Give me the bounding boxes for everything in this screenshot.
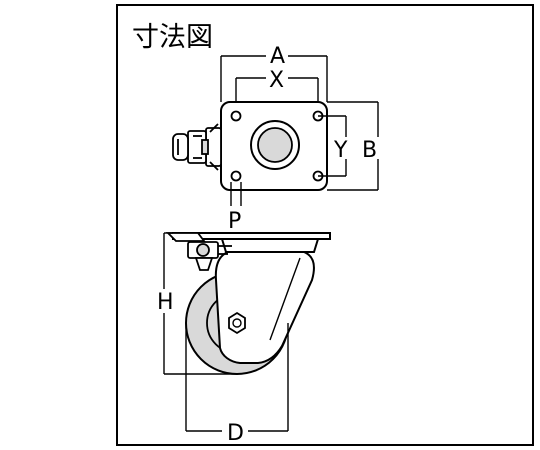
swivel-bearing-inner bbox=[257, 127, 293, 163]
dimension-label-x: X bbox=[269, 68, 284, 93]
dimension-b bbox=[327, 101, 379, 191]
dimension-label-p: P bbox=[228, 209, 241, 234]
dimension-p bbox=[230, 182, 242, 206]
caster-fork bbox=[214, 251, 315, 364]
swivel-housing bbox=[220, 238, 320, 253]
brake-mechanism-side bbox=[165, 232, 232, 271]
fork-edge bbox=[269, 257, 301, 341]
dimension-y bbox=[318, 115, 347, 177]
axle bbox=[232, 318, 242, 328]
brake-mechanism-top bbox=[172, 123, 222, 171]
dimension-h bbox=[163, 232, 237, 375]
drawing-border bbox=[116, 4, 534, 446]
top-view: A X Y bbox=[172, 44, 379, 234]
dimension-label-b: B bbox=[362, 138, 377, 163]
dimension-a bbox=[220, 55, 328, 102]
side-view: H D bbox=[157, 232, 331, 446]
dimension-d bbox=[185, 323, 289, 432]
dimension-label-a: A bbox=[270, 44, 285, 69]
dimension-label-y: Y bbox=[333, 138, 348, 163]
drawing-title: 寸法図 bbox=[132, 22, 213, 53]
dimension-label-d: D bbox=[227, 421, 244, 446]
dimension-label-h: H bbox=[157, 290, 174, 315]
